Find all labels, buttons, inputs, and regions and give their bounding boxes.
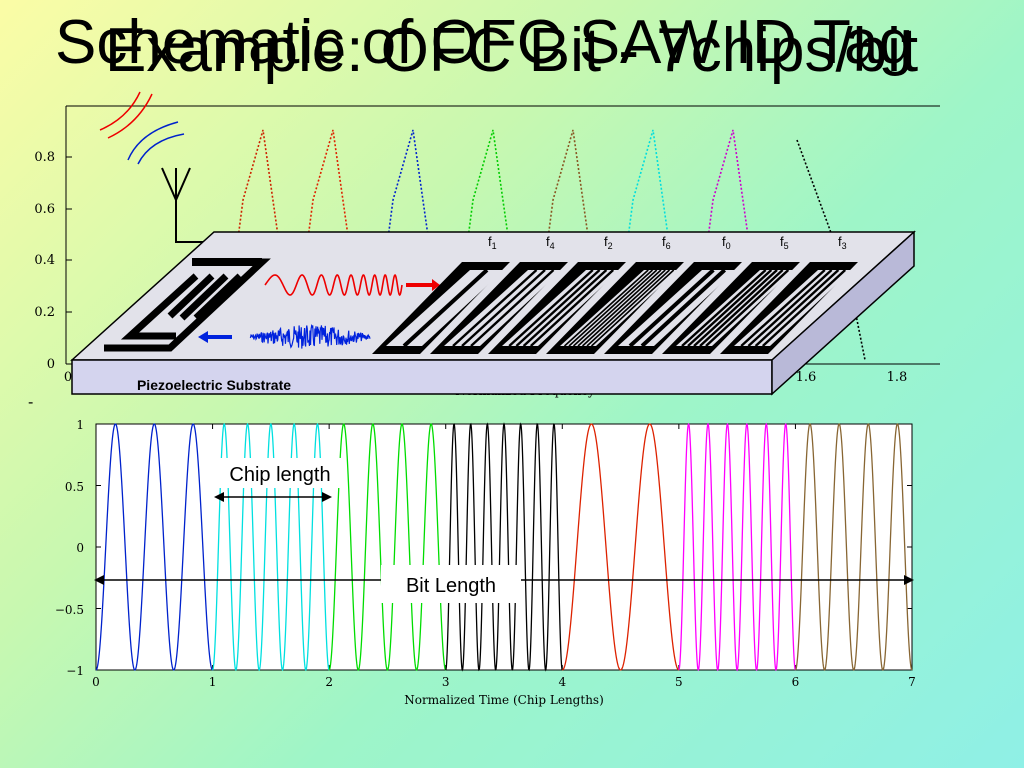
top-xtick-0: 0 bbox=[64, 370, 72, 385]
chip-waveform-4 bbox=[562, 423, 679, 671]
bottom-xtick-label: 0 bbox=[92, 675, 100, 689]
freq-label-f0: f0 bbox=[722, 234, 731, 251]
chip-waveform-0 bbox=[95, 423, 213, 671]
bit-length-arrow-right bbox=[904, 575, 914, 585]
bottom-xtick-label: 4 bbox=[558, 675, 566, 689]
bottom-xtick-label: 6 bbox=[792, 675, 800, 689]
bottom-ytick-1: 1 bbox=[76, 418, 84, 432]
rf-wave-blue-1 bbox=[127, 121, 179, 161]
bottom-xtick-label: 3 bbox=[442, 675, 450, 689]
chip-length-label-bg bbox=[212, 458, 344, 488]
chip-waveforms bbox=[95, 422, 913, 672]
freq-label-f2: f2 bbox=[604, 234, 613, 251]
saw-device: Piezoelectric Substrate f1 f4 f2 f6 f0 f… bbox=[70, 230, 916, 396]
chip-length-arrow-left bbox=[214, 492, 224, 502]
bit-length-label-bg bbox=[381, 565, 521, 603]
reflector-3 bbox=[546, 262, 684, 354]
bottom-xtick-label: 2 bbox=[325, 675, 333, 689]
returned-arrow-head bbox=[198, 331, 208, 343]
reflector-2 bbox=[488, 262, 626, 354]
freq-label-f4: f4 bbox=[546, 234, 555, 251]
reflector-1 bbox=[430, 262, 568, 354]
substrate-label: Piezoelectric Substrate bbox=[137, 377, 291, 393]
rf-wave-red-1 bbox=[99, 91, 141, 131]
chip-waveform-6 bbox=[795, 423, 913, 671]
top-ytick-02: 0.2 bbox=[34, 305, 55, 320]
reflector-4 bbox=[604, 262, 742, 354]
outgoing-arrow-head bbox=[432, 279, 440, 291]
top-xtick-16: 1.6 bbox=[796, 370, 817, 385]
returned-signal-wave bbox=[249, 323, 371, 349]
chip-waveform-2 bbox=[328, 423, 447, 671]
freq-label-f5: f5 bbox=[780, 234, 789, 251]
chip-waveform-1 bbox=[212, 422, 330, 672]
bottom-xtick-label: 7 bbox=[908, 675, 916, 689]
bottom-plot-xlabel: Normalized Time (Chip Lengths) bbox=[404, 693, 604, 707]
bottom-ytick-05: 0.5 bbox=[65, 480, 84, 494]
bit-length-label: Bit Length bbox=[406, 575, 496, 597]
bottom-ytick-m05: −0.5 bbox=[55, 603, 84, 617]
top-ytick-04: 0.4 bbox=[34, 253, 55, 268]
top-xtick-18: 1.8 bbox=[887, 370, 908, 385]
bottom-xtick-label: 1 bbox=[209, 675, 217, 689]
bottom-ytick-m1: −1 bbox=[66, 664, 84, 678]
chip-length-arrow-right bbox=[322, 492, 332, 502]
rf-wave-blue-2 bbox=[137, 133, 185, 165]
substrate-side-face bbox=[771, 230, 915, 396]
bit-length-arrow-left bbox=[94, 575, 104, 585]
bottom-plot: 0 1 2 3 4 5 6 7 1 0.5 0 −0.5 −1 Normalized Time… bbox=[55, 418, 916, 707]
freq-label-f6: f6 bbox=[662, 234, 671, 251]
reflector-array bbox=[372, 262, 858, 354]
top-ytick-0: 0 bbox=[47, 357, 55, 372]
frequency-labels: f1 f4 f2 f6 f0 f5 f3 bbox=[488, 234, 847, 251]
chip-waveform-3 bbox=[445, 422, 563, 672]
outgoing-chirp-wave bbox=[264, 274, 403, 297]
reflector-5 bbox=[662, 262, 800, 354]
reflector-0 bbox=[372, 262, 510, 354]
chip-length-label: Chip length bbox=[229, 464, 330, 486]
bottom-xtick-label: 5 bbox=[675, 675, 683, 689]
bottom-ytick-0: 0 bbox=[76, 541, 84, 555]
top-ytick-08: 0.8 bbox=[34, 150, 55, 165]
top-ytick-06: 0.6 bbox=[34, 202, 55, 217]
rf-wave-red-2 bbox=[107, 93, 153, 139]
reflector-6 bbox=[720, 262, 858, 354]
freq-label-f1: f1 bbox=[488, 234, 497, 251]
stray-dash: - bbox=[28, 394, 33, 411]
freq-label-f3: f3 bbox=[838, 234, 847, 251]
chip-waveform-5 bbox=[678, 422, 797, 672]
